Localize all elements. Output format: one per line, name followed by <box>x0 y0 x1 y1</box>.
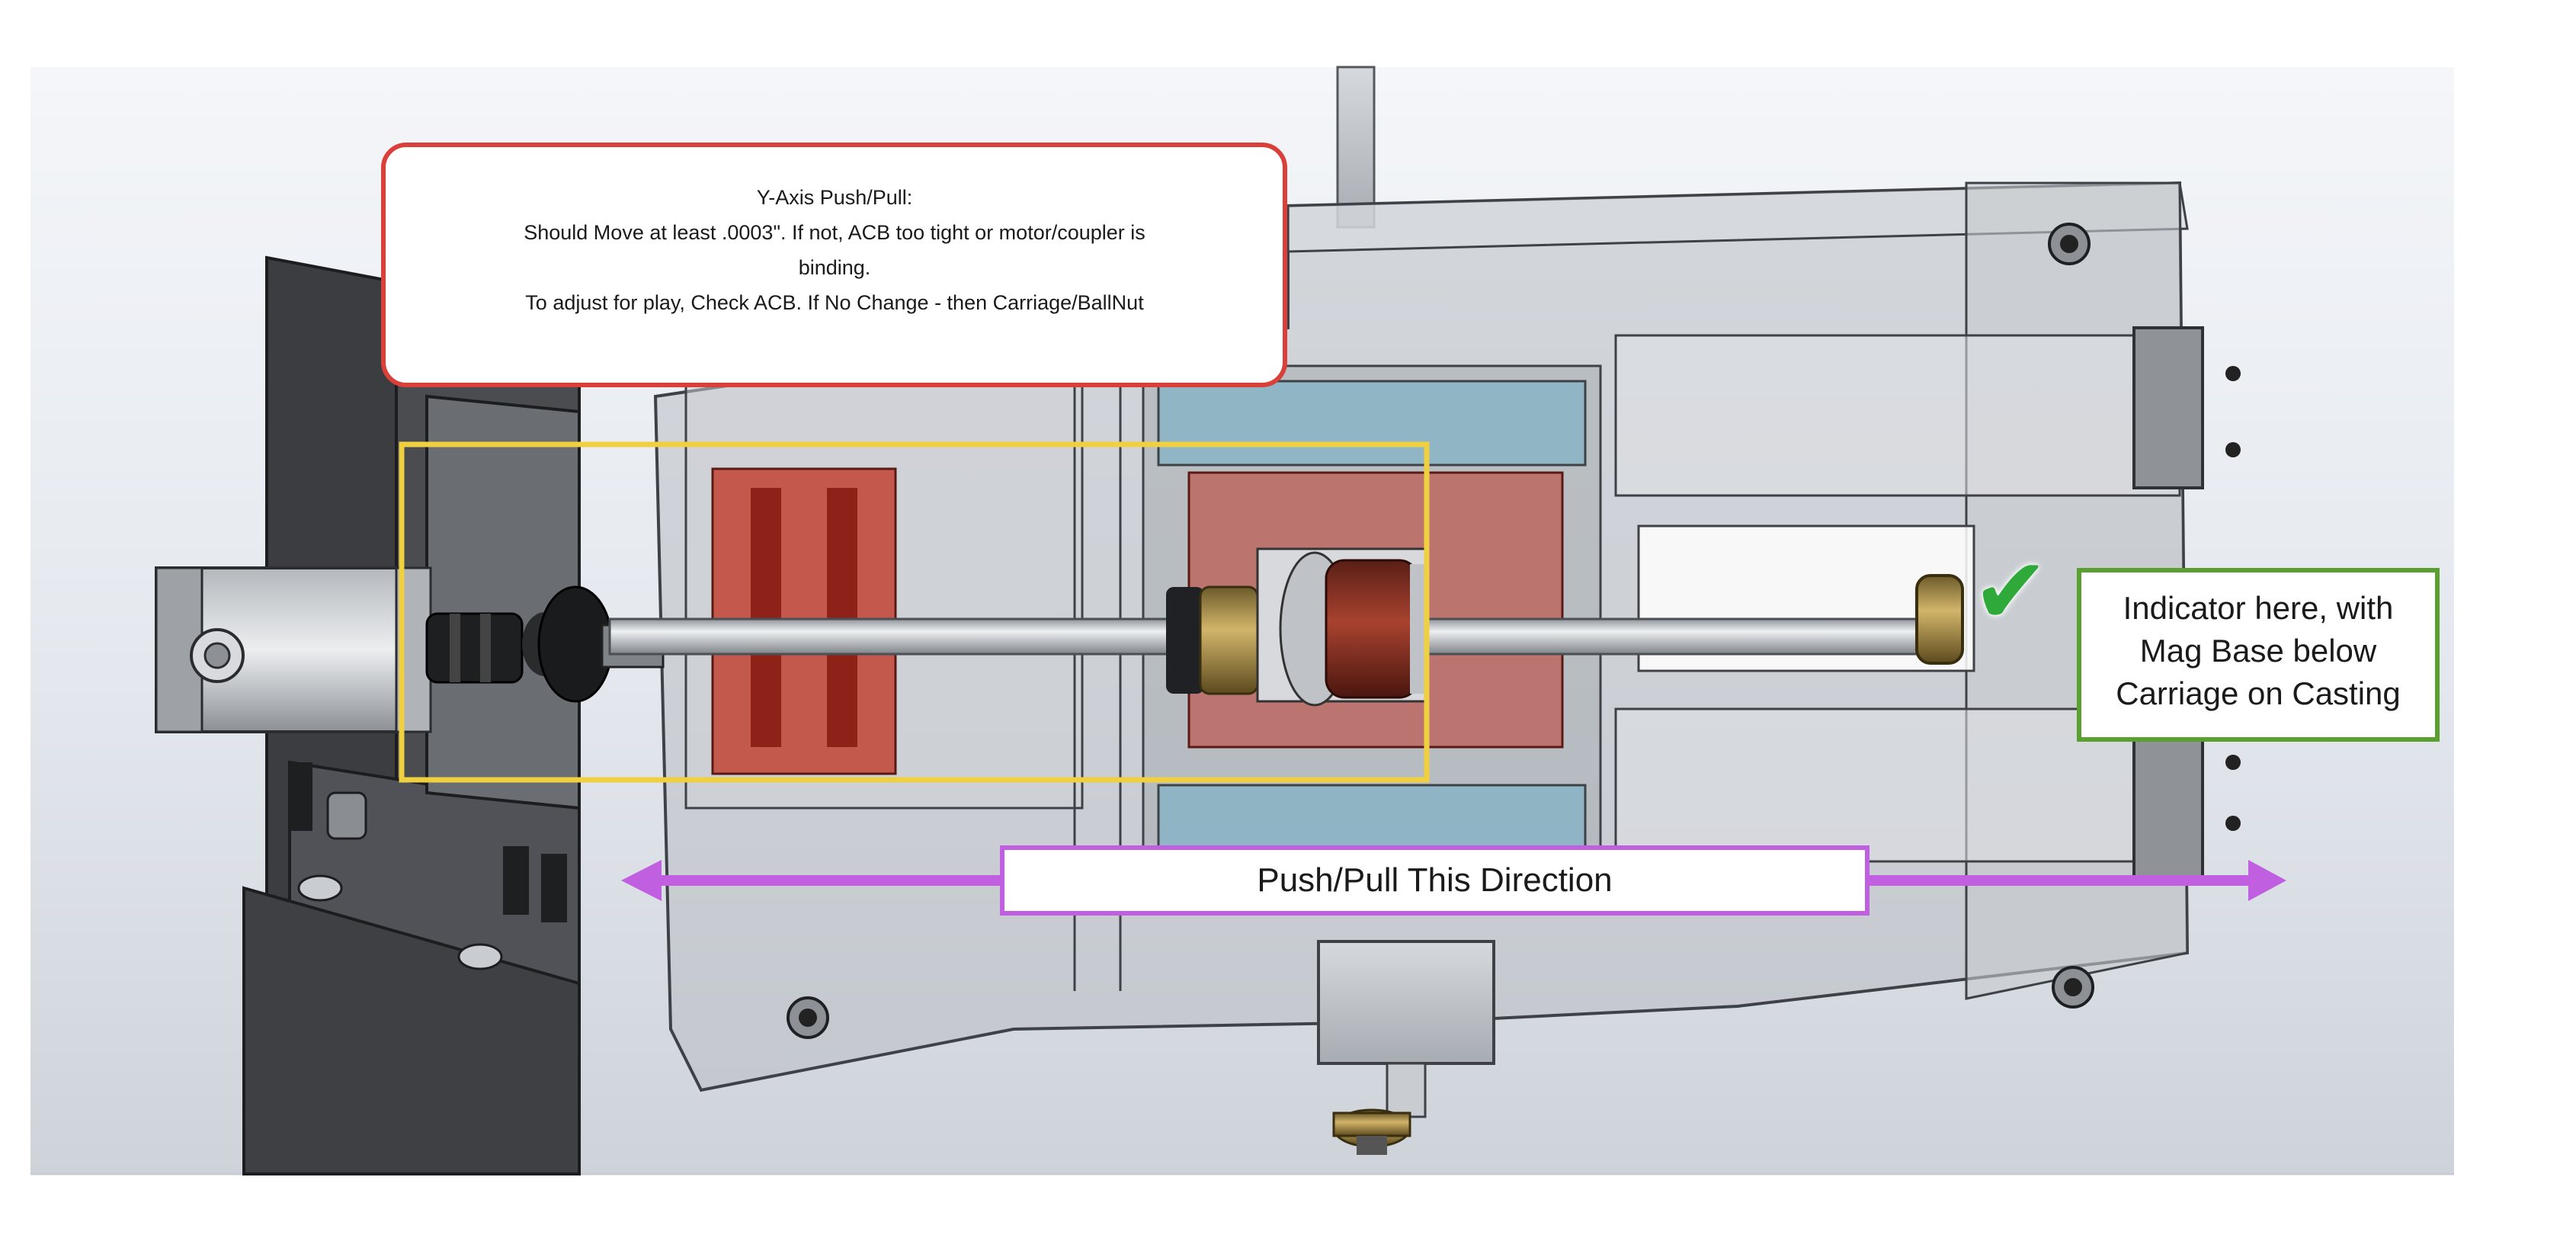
main-callout-box <box>381 143 1287 387</box>
coupler <box>425 585 665 703</box>
arrow-left-head <box>621 860 662 901</box>
indicator-line-1: Indicator here, with <box>2123 590 2394 626</box>
indicator-line-3: Carriage on Casting <box>2116 675 2401 711</box>
checkmark-icon: ✔ <box>1972 539 2049 645</box>
end-bearing <box>1915 574 1964 665</box>
callout-line-3: To adjust for play, Check ACB. If No Cha… <box>525 291 1144 314</box>
callout-title: Y-Axis Push/Pull: <box>756 186 913 209</box>
direction-label: Push/Pull This Direction <box>1257 861 1613 899</box>
bottom-fixture <box>1317 940 1495 1155</box>
callout-line-1: Should Move at least .0003". If not, ACB… <box>524 221 1145 244</box>
highlight-box <box>399 441 1430 783</box>
ball-nut <box>1166 547 1427 707</box>
indicator-callout-text: Indicator here, with Mag Base below Carr… <box>2087 587 2430 715</box>
indicator-callout-box <box>2077 568 2440 742</box>
main-callout-text: Y-Axis Push/Pull: Should Move at least .… <box>396 180 1273 320</box>
vertical-rod <box>1336 66 1376 229</box>
arrow-right-head <box>2248 860 2286 901</box>
stepper-motor <box>155 566 432 733</box>
callout-line-2: binding. <box>798 256 871 279</box>
direction-label-box <box>1000 845 1870 916</box>
indicator-line-2: Mag Base below <box>2139 633 2377 669</box>
